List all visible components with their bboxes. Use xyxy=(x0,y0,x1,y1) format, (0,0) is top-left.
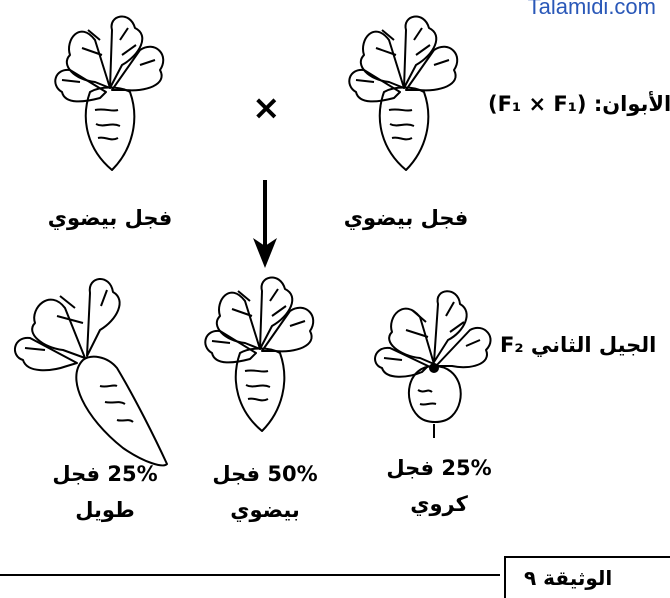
round-radish-line1: 25% فجل xyxy=(386,456,492,480)
oval-radish-f2 xyxy=(204,276,315,432)
document-label-box: الوثيقة ٩ xyxy=(504,556,670,598)
watermark-text: Talamidi.com xyxy=(527,0,656,19)
left-parent-label: فجل بيضوي xyxy=(47,206,173,230)
right-parent-label: فجل بيضوي xyxy=(343,206,469,230)
round-radish-percentage: 25% فجل كروي xyxy=(374,450,504,522)
oval-radish-percentage: 50% فجل بيضوي xyxy=(200,456,330,528)
long-radish-percentage: 25% فجل طويل xyxy=(40,456,170,528)
document-label: الوثيقة ٩ xyxy=(524,566,613,590)
round-radish xyxy=(374,290,492,438)
parents-label: الأبوان: (F₁ × F₁) xyxy=(488,92,670,116)
oval-radish-line1: 50% فجل xyxy=(212,462,318,486)
divider-line xyxy=(0,574,500,576)
oval-radish-parent-right xyxy=(348,15,459,171)
round-radish-line2: كروي xyxy=(410,492,468,516)
oval-radish-line2: بيضوي xyxy=(230,498,300,522)
oval-radish-parent-left xyxy=(54,15,165,171)
long-radish xyxy=(14,278,168,467)
cross-symbol: × xyxy=(252,88,281,128)
long-radish-line2: طويل xyxy=(75,498,135,522)
down-arrow-icon xyxy=(253,180,277,268)
long-radish-line1: 25% فجل xyxy=(52,462,158,486)
f2-generation-label: الجيل الثاني F₂ xyxy=(500,333,657,357)
